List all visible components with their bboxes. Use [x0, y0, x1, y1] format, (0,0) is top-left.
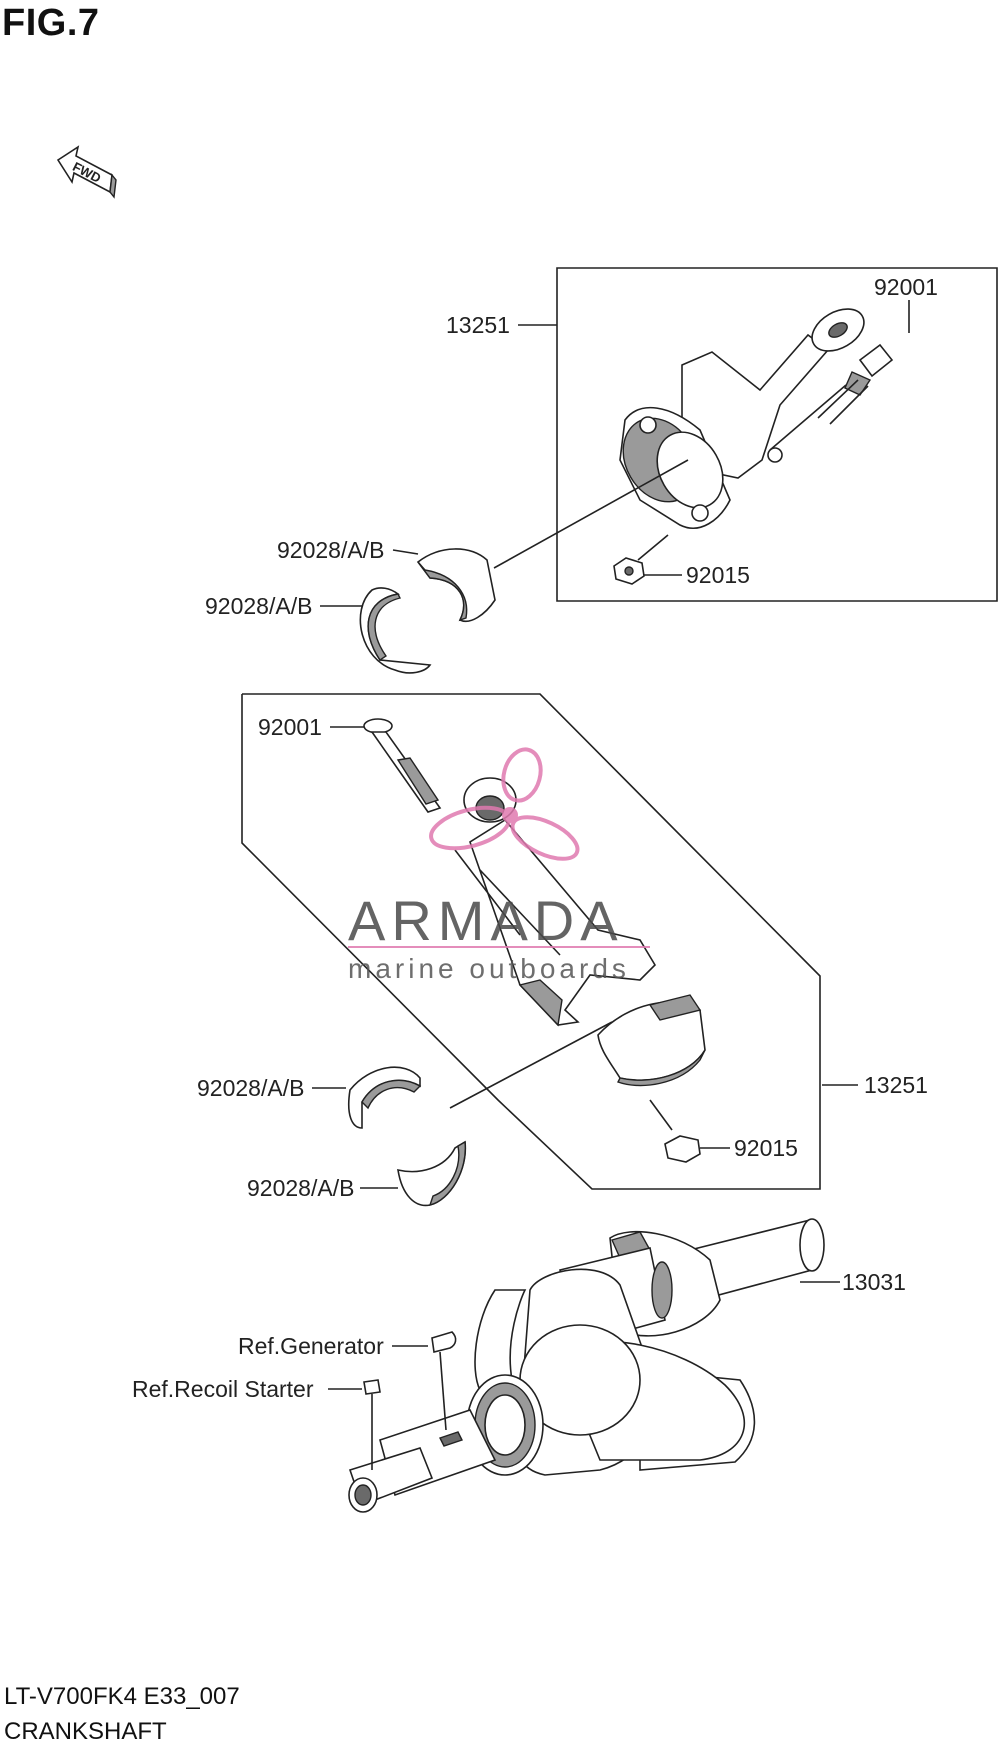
figure-title: FIG.7 — [2, 2, 100, 44]
footer-model-code: LT-V700FK4 E33_007 — [4, 1683, 240, 1710]
label-13251-upper: 13251 — [446, 312, 510, 338]
upper-nut — [613, 534, 669, 585]
label-92028-upper-1: 92028/A/B — [277, 537, 384, 563]
upper-connecting-rod — [619, 308, 865, 529]
generator-key: Ref.Generator — [238, 1331, 457, 1431]
upper-bearing-2: 92028/A/B — [205, 587, 432, 674]
upper-group-box — [556, 267, 998, 602]
label-92001-lower: 92001 — [258, 714, 322, 740]
label-92028-lower-2: 92028/A/B — [247, 1175, 354, 1201]
lower-group: 92001 92015 13251 — [241, 693, 928, 1190]
watermark-brand: ARMADA — [348, 889, 624, 952]
label-92015-upper: 92015 — [686, 562, 750, 588]
label-92028-lower-1: 92028/A/B — [197, 1075, 304, 1101]
label-13251-lower: 13251 — [864, 1072, 928, 1098]
label-92028-upper-2: 92028/A/B — [205, 593, 312, 619]
fwd-label: FWD — [70, 159, 103, 186]
crankshaft — [348, 1218, 825, 1513]
footer-section-name: CRANKSHAFT — [4, 1718, 167, 1745]
fwd-arrow-icon: FWD — [56, 145, 117, 199]
label-ref-recoil-starter: Ref.Recoil Starter — [132, 1376, 314, 1402]
lower-rod-cap — [597, 994, 706, 1087]
watermark-tagline: marine outboards — [348, 953, 630, 984]
lower-nut: 92015 — [649, 1099, 798, 1163]
lower-group-box — [241, 693, 821, 1190]
recoil-starter-key: Ref.Recoil Starter — [132, 1376, 381, 1470]
upper-group: 13251 92001 92015 — [446, 267, 998, 602]
watermark-propeller-icon — [429, 747, 580, 861]
lower-bearing-1: 92028/A/B — [197, 1066, 422, 1129]
label-ref-generator: Ref.Generator — [238, 1333, 384, 1359]
label-92015-lower: 92015 — [734, 1135, 798, 1161]
watermark: ARMADA marine outboards — [348, 747, 650, 984]
upper-bolt — [769, 343, 894, 451]
label-92001-upper: 92001 — [874, 274, 938, 300]
upper-bearing-1: 92028/A/B — [277, 537, 496, 622]
label-13031: 13031 — [842, 1269, 906, 1295]
lower-bolt: 92001 — [258, 714, 442, 813]
lower-bearing-2: 92028/A/B — [247, 1140, 467, 1207]
